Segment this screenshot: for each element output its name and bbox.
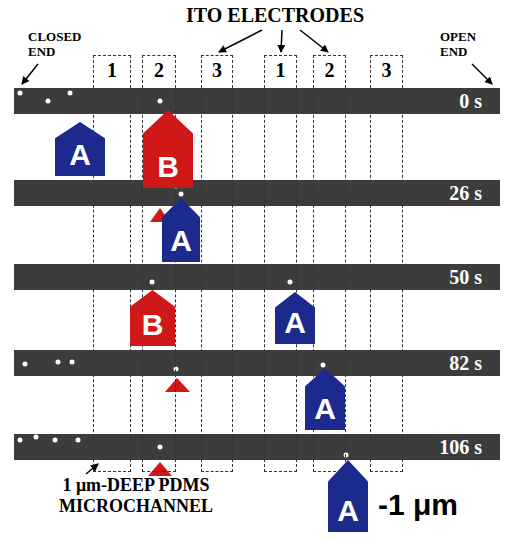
particle: [179, 192, 184, 197]
particle: [68, 91, 73, 96]
channel-band: [14, 264, 500, 290]
electrode-number: 3: [382, 56, 392, 80]
particle-letter: A: [284, 308, 306, 344]
time-label: 0 s: [459, 90, 482, 112]
channel-band: 0 s: [14, 88, 500, 114]
particle-arrow: A: [55, 122, 105, 176]
text-label: ITO ELECTRODES: [150, 4, 400, 27]
electrode-number: 2: [154, 56, 164, 80]
arrow-fill: [162, 198, 200, 262]
channel-band: [14, 180, 500, 206]
particle: [288, 280, 293, 285]
particle-arrow: A: [328, 460, 368, 532]
channel-band: 82 s: [14, 350, 500, 376]
text-label: OPEN END: [440, 30, 500, 60]
arrow-fill: [275, 292, 315, 344]
electrode-number: 2: [325, 56, 335, 80]
particle-arrow: A: [305, 368, 345, 430]
particle-arrow: B: [143, 110, 193, 188]
electrode-box: 1: [264, 55, 297, 472]
channel-band: 50 s: [14, 264, 500, 290]
time-label: 82 s: [449, 352, 482, 374]
leader-line: [300, 30, 328, 52]
particle: [150, 280, 155, 285]
electrode-box: 3: [370, 55, 403, 472]
particle-arrow: A: [162, 198, 200, 262]
leader-line: [219, 30, 262, 52]
electrode-box: 1: [93, 55, 131, 472]
channel-band: 26 s: [14, 180, 500, 206]
particle: [18, 91, 23, 96]
channel-band: [14, 434, 500, 460]
particle-letter: A: [69, 140, 91, 176]
particle: [46, 99, 51, 104]
leader-line: [281, 30, 282, 52]
electrode-box: 3: [201, 55, 233, 472]
particle: [158, 99, 163, 104]
leader-line: [86, 464, 98, 474]
particle: [34, 435, 39, 440]
particle-letter: B: [142, 310, 164, 346]
channel-band: [14, 88, 500, 114]
particle-letter: A: [337, 496, 359, 532]
leader-lines: [22, 30, 492, 474]
channel-bands: [14, 88, 500, 460]
particle: [56, 360, 61, 365]
particle: [321, 363, 326, 368]
leader-line: [472, 64, 492, 84]
particle-arrow: B: [130, 290, 175, 346]
electrode-number: 1: [107, 56, 117, 80]
particle-letter: B: [157, 152, 179, 188]
particle: [70, 360, 75, 365]
text-label: CLOSED END: [28, 30, 88, 60]
time-label: 50 s: [449, 266, 482, 288]
particle: [174, 367, 179, 372]
time-label: 106 s: [439, 436, 482, 458]
arrow-fill: [305, 368, 345, 430]
text-label: 1 μm-DEEP PDMS MICROCHANNEL: [22, 475, 250, 516]
electrode-number: 1: [276, 56, 286, 80]
arrow-fill: [130, 290, 175, 346]
text-label: -1 μm: [378, 488, 498, 523]
particles: [18, 91, 349, 458]
arrow-fill: [55, 122, 105, 176]
particle: [53, 438, 58, 443]
channel-band: [14, 350, 500, 376]
time-label: 26 s: [449, 182, 482, 204]
particle: [76, 438, 81, 443]
particle-arrow: A: [275, 292, 315, 344]
arrow-fill: [328, 460, 368, 532]
particle: [23, 362, 28, 367]
electrode-number: 3: [212, 56, 222, 80]
channel-band: 106 s: [14, 434, 500, 460]
particle-letter: A: [314, 394, 336, 430]
marker-triangle: [148, 462, 172, 476]
particle-letter: A: [170, 226, 192, 262]
marker-triangle: [165, 378, 190, 392]
arrow-fill: [143, 110, 193, 188]
particle: [344, 453, 349, 458]
leader-line: [22, 64, 38, 84]
particle: [18, 438, 23, 443]
particle: [158, 445, 163, 450]
